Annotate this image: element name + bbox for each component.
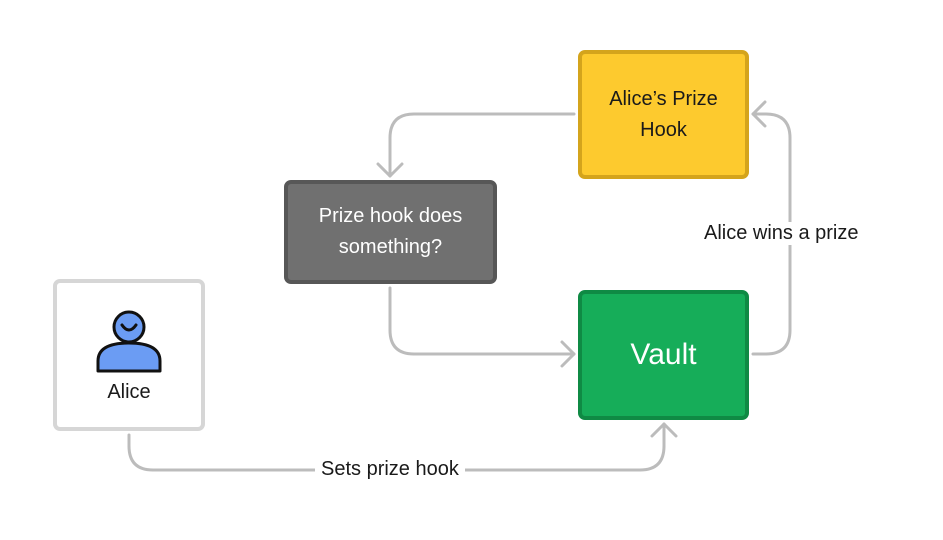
edge-label-wins: Alice wins a prize — [700, 222, 863, 245]
alice-label: Alice — [107, 380, 151, 403]
prize-hook-node: Alice’s Prize Hook — [578, 50, 749, 179]
edge-hook-to-action — [388, 112, 576, 178]
person-icon — [96, 310, 162, 372]
vault-label: Vault — [630, 338, 697, 371]
edge-action-to-vault — [388, 286, 576, 356]
prize-action-label: Prize hook does something? — [318, 205, 463, 258]
arrowhead-sets — [650, 422, 678, 438]
prize-hook-label: Alice’s Prize Hook — [609, 87, 718, 141]
edge-label-sets: Sets prize hook — [315, 458, 465, 481]
prize-action-node: Prize hook does something? — [284, 180, 497, 284]
arrowhead-wins — [751, 100, 767, 128]
alice-node: Alice — [53, 279, 205, 431]
arrowhead-hook-to-action — [376, 162, 404, 178]
arrowhead-action-to-vault — [560, 340, 576, 368]
vault-node: Vault — [578, 290, 749, 420]
